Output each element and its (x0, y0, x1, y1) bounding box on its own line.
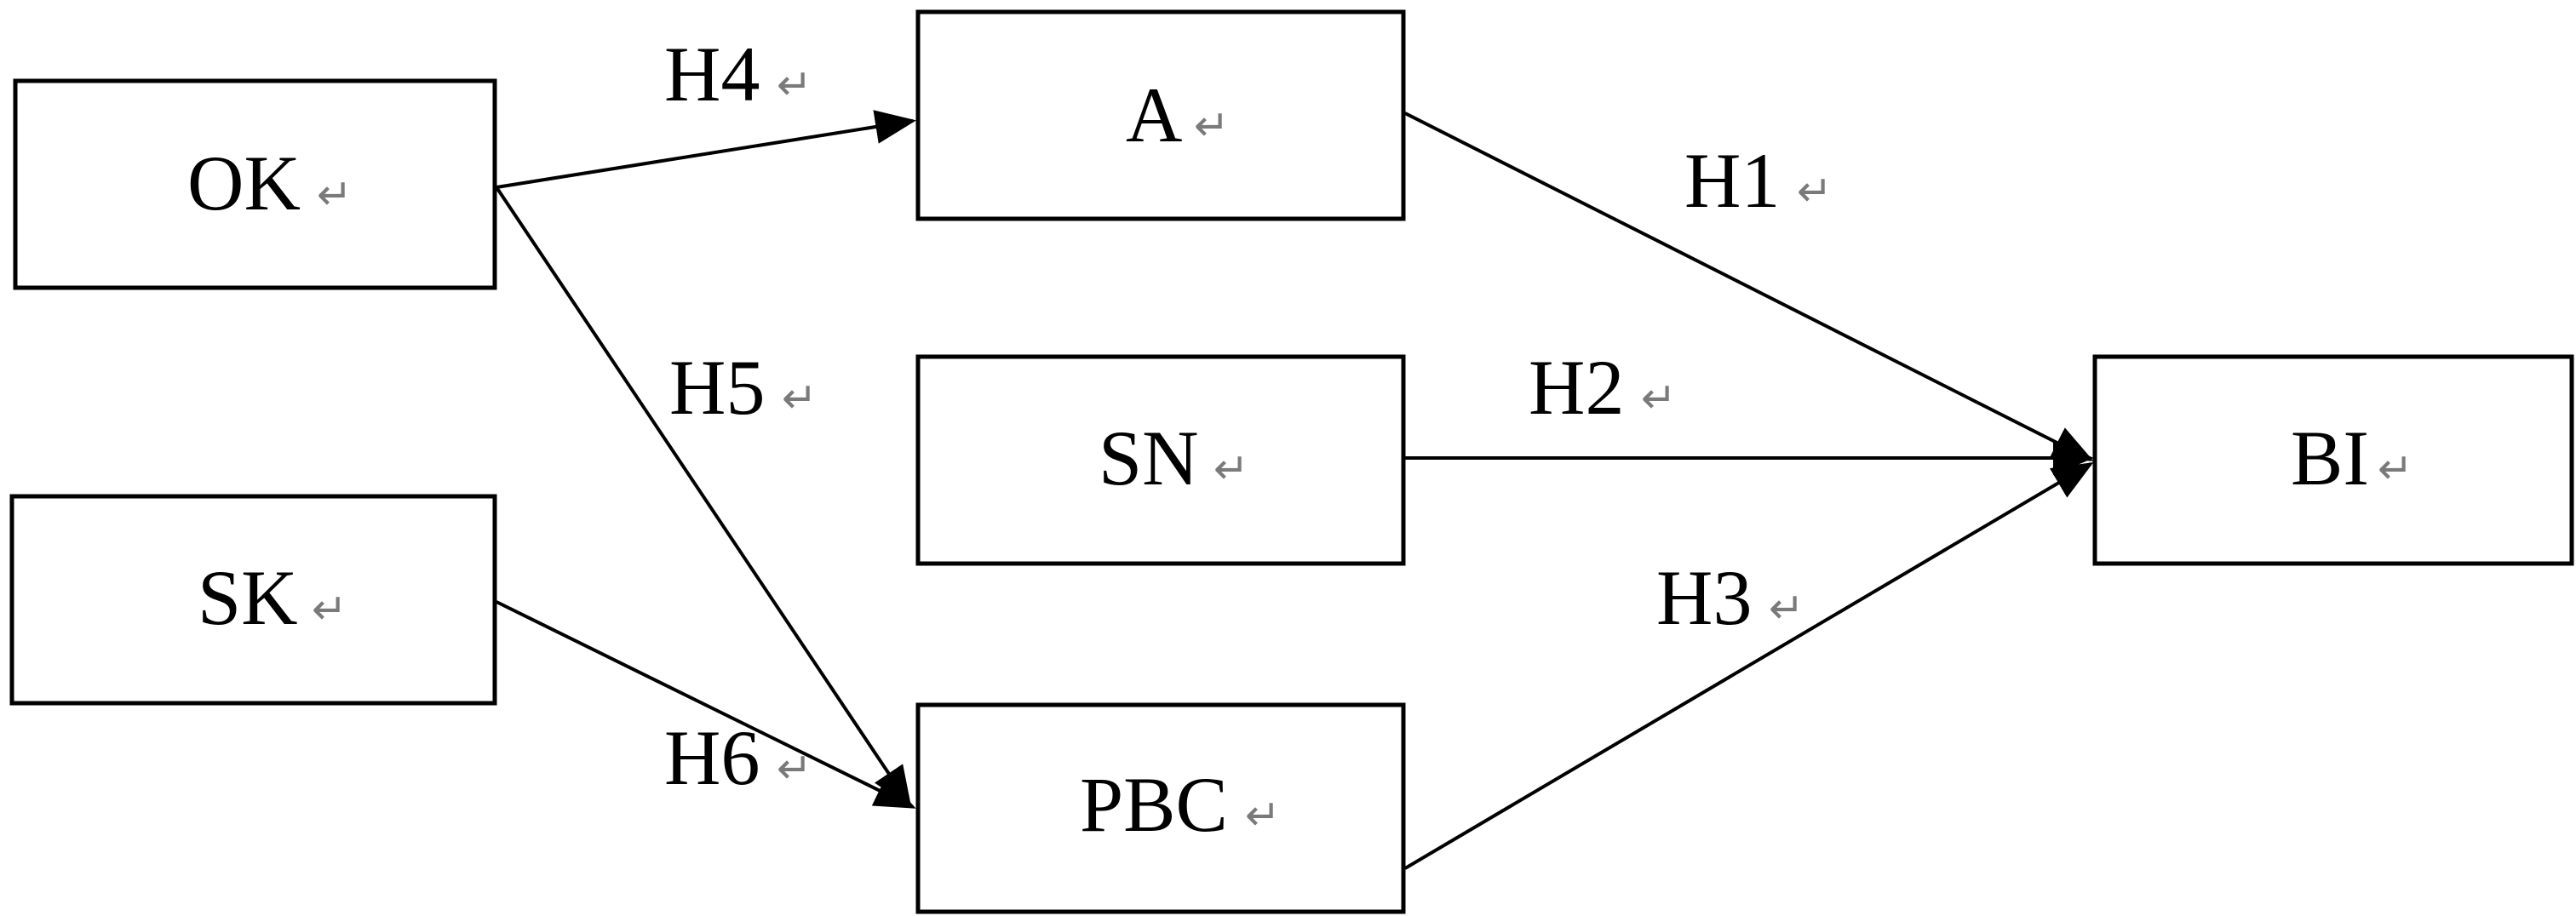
paragraph-mark-icon: ↵ (2378, 444, 2413, 494)
paragraph-mark-icon: ↵ (782, 374, 818, 423)
svg-text:H5: H5 (669, 344, 765, 431)
paragraph-mark-icon: ↵ (312, 585, 347, 634)
svg-text:H6: H6 (664, 714, 760, 801)
node-bi: BI ↵ (2092, 354, 2574, 566)
svg-text:H2: H2 (1529, 344, 1624, 431)
svg-text:OK: OK (187, 140, 301, 226)
paragraph-mark-icon: ↵ (1797, 167, 1833, 216)
svg-text:H1: H1 (1684, 137, 1780, 224)
edges (495, 110, 2094, 870)
svg-text:A: A (1126, 72, 1182, 158)
edge-h1-a-to-bi (1404, 112, 2094, 461)
nodes: OK ↵ SK ↵ A ↵ SN ↵ PBC ↵ BI ↵ (9, 9, 2574, 914)
svg-text:SK: SK (198, 554, 298, 641)
paragraph-mark-icon: ↵ (1194, 101, 1230, 151)
svg-text:BI: BI (2291, 415, 2369, 501)
svg-text:H4: H4 (664, 31, 760, 117)
edge-labels: H4 ↵ H5 ↵ H6 ↵ H1 ↵ H2 ↵ H3 ↵ (664, 31, 1833, 801)
node-sn: SN ↵ (915, 354, 1406, 566)
node-ok: OK ↵ (13, 78, 497, 290)
edge-label-h2: H2 ↵ (1529, 344, 1677, 431)
edge-h6-sk-to-pbc (496, 600, 916, 809)
paragraph-mark-icon: ↵ (1213, 444, 1249, 494)
edge-label-h5: H5 ↵ (669, 344, 818, 431)
edge-h5-ok-to-pbc (495, 186, 912, 808)
svg-text:PBC: PBC (1080, 761, 1228, 848)
svg-text:H3: H3 (1656, 554, 1752, 641)
paragraph-mark-icon: ↵ (777, 60, 812, 110)
edge-h3-pbc-to-bi (1403, 461, 2094, 870)
edge-label-h1: H1 ↵ (1684, 137, 1833, 224)
paragraph-mark-icon: ↵ (1641, 374, 1677, 423)
paragraph-mark-icon: ↵ (777, 744, 812, 793)
node-pbc: PBC ↵ (915, 702, 1406, 914)
edge-label-h3: H3 ↵ (1656, 554, 1804, 641)
paragraph-mark-icon: ↵ (317, 170, 353, 220)
node-sk: SK ↵ (9, 494, 497, 706)
edge-label-h4: H4 ↵ (664, 31, 812, 117)
paragraph-mark-icon: ↵ (1769, 584, 1804, 633)
edge-h4-ok-to-a (496, 110, 916, 189)
paragraph-mark-icon: ↵ (1245, 791, 1281, 840)
svg-text:SN: SN (1099, 415, 1199, 501)
node-a: A ↵ (915, 9, 1406, 221)
edge-label-h6: H6 ↵ (664, 714, 812, 801)
